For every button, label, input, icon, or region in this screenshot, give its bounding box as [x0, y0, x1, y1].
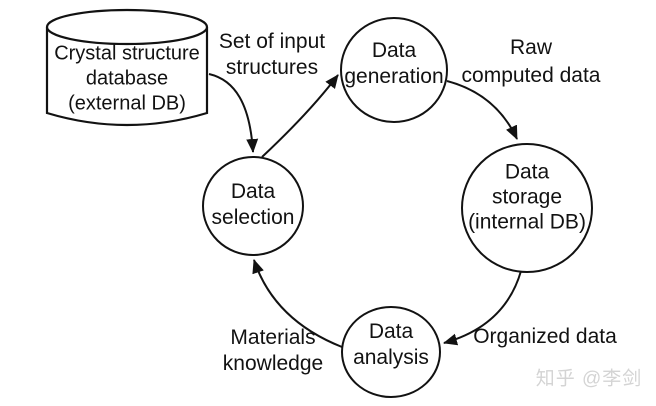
node-data-generation-shape: [340, 17, 448, 123]
node-data-storage-shape: [461, 143, 593, 273]
node-data-selection-shape: [202, 156, 304, 256]
node-label-data-analysis: Data analysis: [353, 320, 429, 369]
node-data-analysis-shape: [341, 306, 441, 398]
cylinder-top: [45, 8, 209, 46]
arrow-storage-to-analysis: [443, 270, 522, 346]
arrow-generation-to-storage: [446, 80, 518, 140]
node-external-db-shape: [45, 8, 209, 127]
node-label-data-generation: Data generation: [344, 39, 444, 88]
node-label-data-storage: Data storage (internal DB): [468, 160, 586, 234]
edge-label-set-of-input-structures: Set of input structures: [218, 30, 326, 79]
edge-label-organized-data: Organized data: [473, 325, 617, 348]
edge-label-raw-computed-data: Raw computed data: [461, 36, 601, 87]
edge-label-materials-knowledge: Materials knowledge: [222, 326, 324, 375]
zhihu-watermark: 知乎 @李剑: [535, 368, 643, 390]
arrow-analysis-to-selection: [252, 259, 343, 348]
arrow-selection-to-generation: [261, 74, 339, 158]
node-label-external-db: Crystal structure database (external DB): [54, 42, 200, 115]
cylinder-body: [45, 27, 209, 127]
node-label-data-selection: Data selection: [211, 180, 295, 229]
arrow-externaldb-to-selection: [208, 73, 259, 153]
